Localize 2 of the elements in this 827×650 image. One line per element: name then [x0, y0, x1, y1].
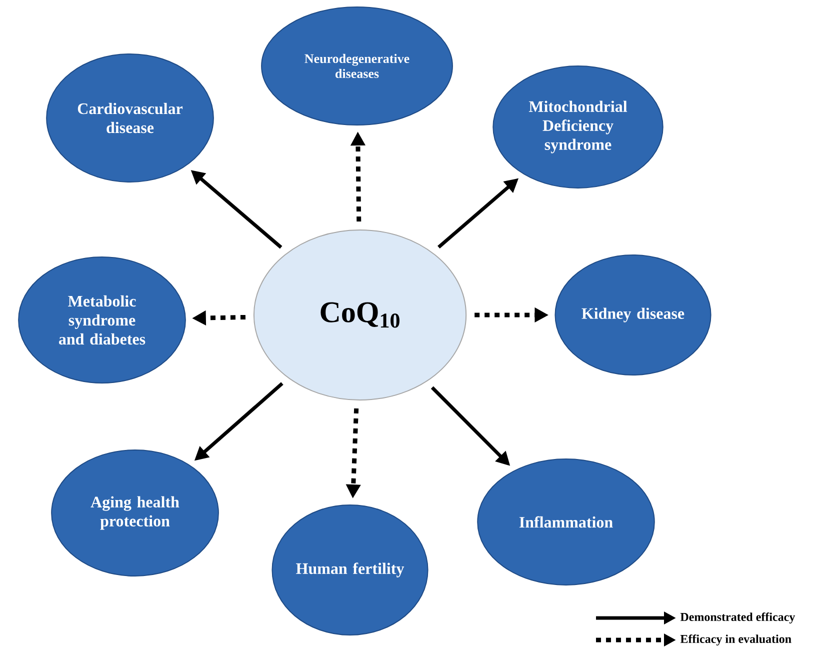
legend-text: Demonstrated efficacy [680, 612, 796, 624]
legend-text: Efficacy in evaluation [680, 634, 792, 646]
